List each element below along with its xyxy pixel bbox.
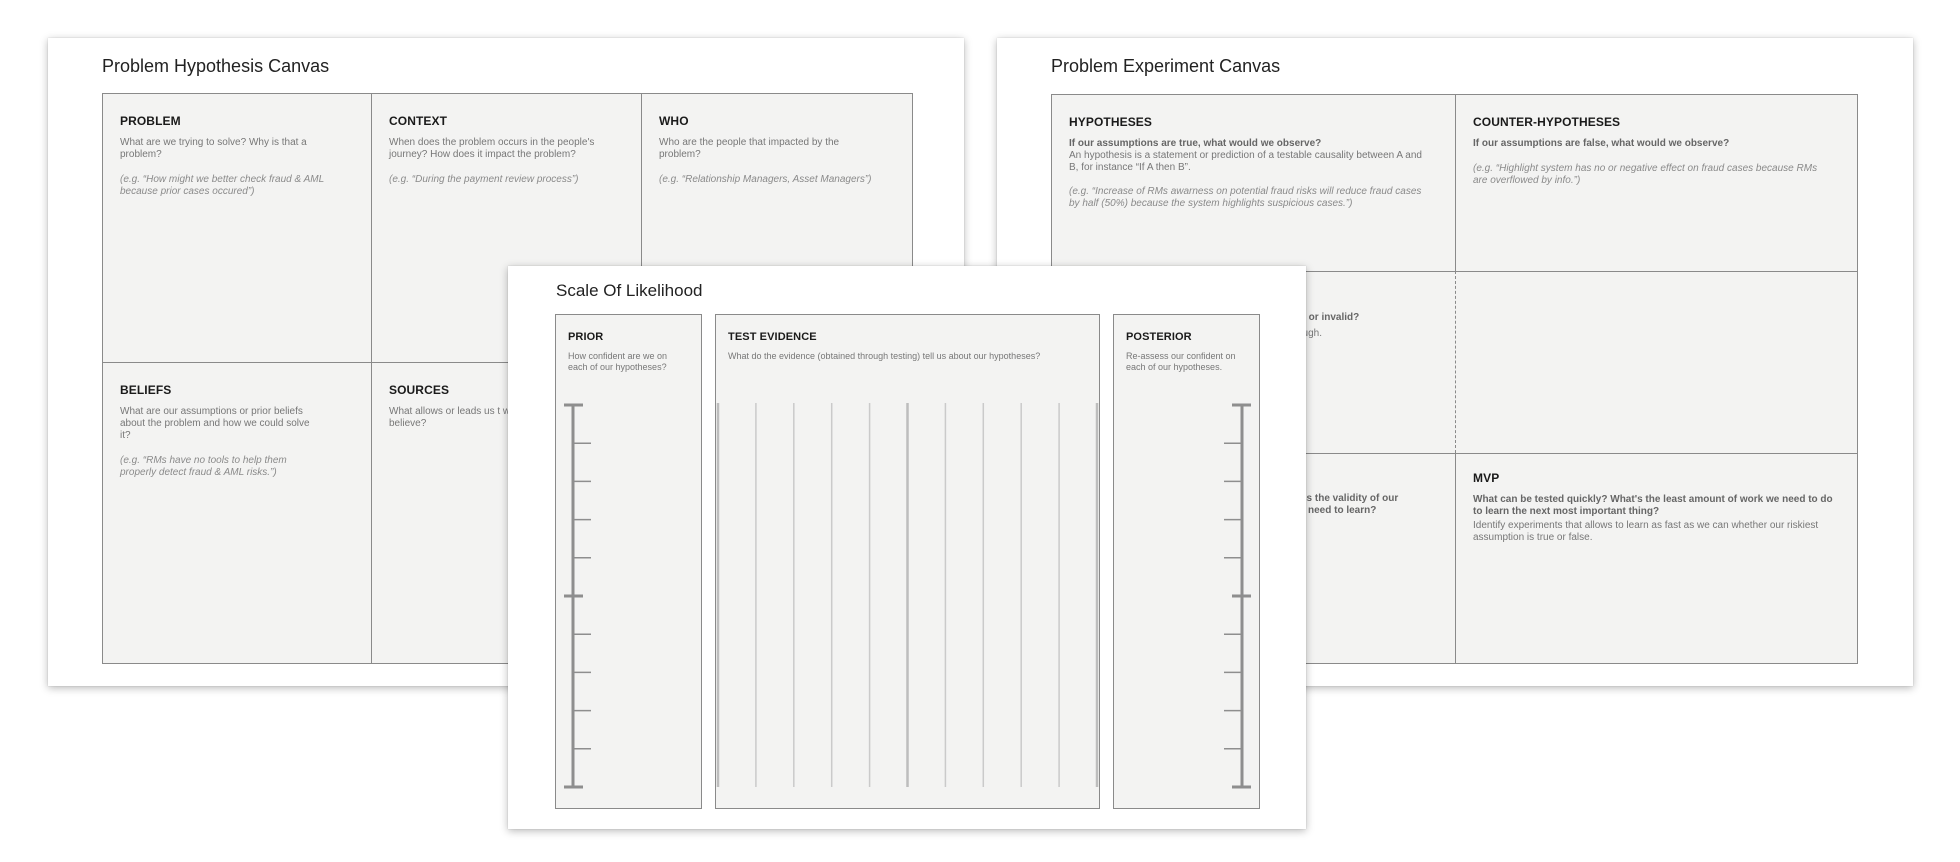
grid-divider <box>1455 453 1456 663</box>
grid-divider <box>103 362 912 363</box>
problem-example: (e.g. “How might we better check fraud &… <box>120 174 324 197</box>
grid-divider <box>1052 271 1857 272</box>
problem-cell: PROBLEM What are we trying to solve? Why… <box>103 94 371 362</box>
experiment-canvas-title: Problem Experiment Canvas <box>1051 56 1281 76</box>
test-evidence-question: What do the evidence (obtained through t… <box>728 351 1041 361</box>
test-evidence-columns <box>716 403 1099 787</box>
scale-of-likelihood-sheet: Scale Of Likelihood PRIOR How confident … <box>508 266 1306 829</box>
beliefs-cell: BELIEFS What are our assumptions or prio… <box>103 363 371 663</box>
hypotheses-cell: HYPOTHESES If our assumptions are true, … <box>1052 95 1455 271</box>
context-question: When does the problem occurs in the peop… <box>389 137 595 160</box>
prior-question: How confident are we on each of our hypo… <box>568 351 668 372</box>
test-evidence-panel: TEST EVIDENCE What do the evidence (obta… <box>715 314 1100 809</box>
grid-divider <box>371 94 372 663</box>
mvp-title: MVP <box>1473 471 1500 485</box>
context-title: CONTEXT <box>389 114 448 128</box>
posterior-likelihood-scale <box>1224 403 1251 789</box>
beliefs-question: What are our assumptions or prior belief… <box>120 406 310 441</box>
posterior-panel: POSTERIOR Re-assess our confident on eac… <box>1113 314 1260 809</box>
mvp-description: Identify experiments that allows to lear… <box>1473 520 1819 543</box>
grid-divider <box>1052 453 1857 454</box>
learn-question-partial-1: ss the validity of our <box>1301 493 1399 504</box>
prior-panel: PRIOR How confident are we on each of ou… <box>555 314 702 809</box>
prior-title: PRIOR <box>568 331 604 343</box>
mvp-cell: MVP What can be tested quickly? What's t… <box>1456 453 1857 663</box>
problem-hypothesis-canvas-sheet: Problem Hypothesis Canvas PROBLEM What a… <box>48 38 964 686</box>
sources-title: SOURCES <box>389 383 450 397</box>
beliefs-title: BELIEFS <box>120 383 172 397</box>
hypotheses-example: (e.g. “Increase of RMs awarness on poten… <box>1069 186 1422 209</box>
grid-divider <box>641 94 642 363</box>
counter-hypotheses-cell: COUNTER-HYPOTHESES If our assumptions ar… <box>1456 95 1857 271</box>
hypotheses-description: An hypothesis is a statement or predicti… <box>1069 150 1422 173</box>
mvp-question: What can be tested quickly? What's the l… <box>1473 494 1833 517</box>
sources-question: What allows or leads us t we believe? <box>389 406 516 429</box>
beliefs-example: (e.g. “RMs have no tools to help them pr… <box>120 455 287 478</box>
counter-hypotheses-example: (e.g. “Highlight system has no or negati… <box>1473 163 1818 186</box>
hypothesis-canvas-grid: PROBLEM What are we trying to solve? Why… <box>102 93 913 664</box>
validity-question-partial: id or invalid? <box>1297 312 1360 323</box>
learn-question-partial-2: need to learn? <box>1308 505 1377 516</box>
counter-hypotheses-title: COUNTER-HYPOTHESES <box>1473 115 1621 129</box>
problem-title: PROBLEM <box>120 114 181 128</box>
counter-hypotheses-question: If our assumptions are false, what would… <box>1473 138 1730 149</box>
posterior-question: Re-assess our confident on each of our h… <box>1126 351 1236 372</box>
likelihood-title: Scale Of Likelihood <box>556 281 703 300</box>
hypothesis-canvas-title: Problem Hypothesis Canvas <box>102 56 330 76</box>
who-title: WHO <box>659 114 689 128</box>
prior-likelihood-scale <box>564 403 591 789</box>
validity-description-partial: ough. <box>1297 328 1323 339</box>
dashed-divider <box>1455 271 1456 453</box>
context-example: (e.g. “During the payment review process… <box>389 174 579 185</box>
hypotheses-title: HYPOTHESES <box>1069 115 1153 129</box>
hypotheses-question: If our assumptions are true, what would … <box>1069 138 1322 149</box>
posterior-title: POSTERIOR <box>1126 331 1192 343</box>
grid-divider <box>1455 95 1456 271</box>
test-evidence-title: TEST EVIDENCE <box>728 331 817 343</box>
who-example: (e.g. “Relationship Managers, Asset Mana… <box>659 174 872 185</box>
who-question: Who are the people that impacted by the … <box>659 137 840 160</box>
problem-question: What are we trying to solve? Why is that… <box>120 137 307 160</box>
